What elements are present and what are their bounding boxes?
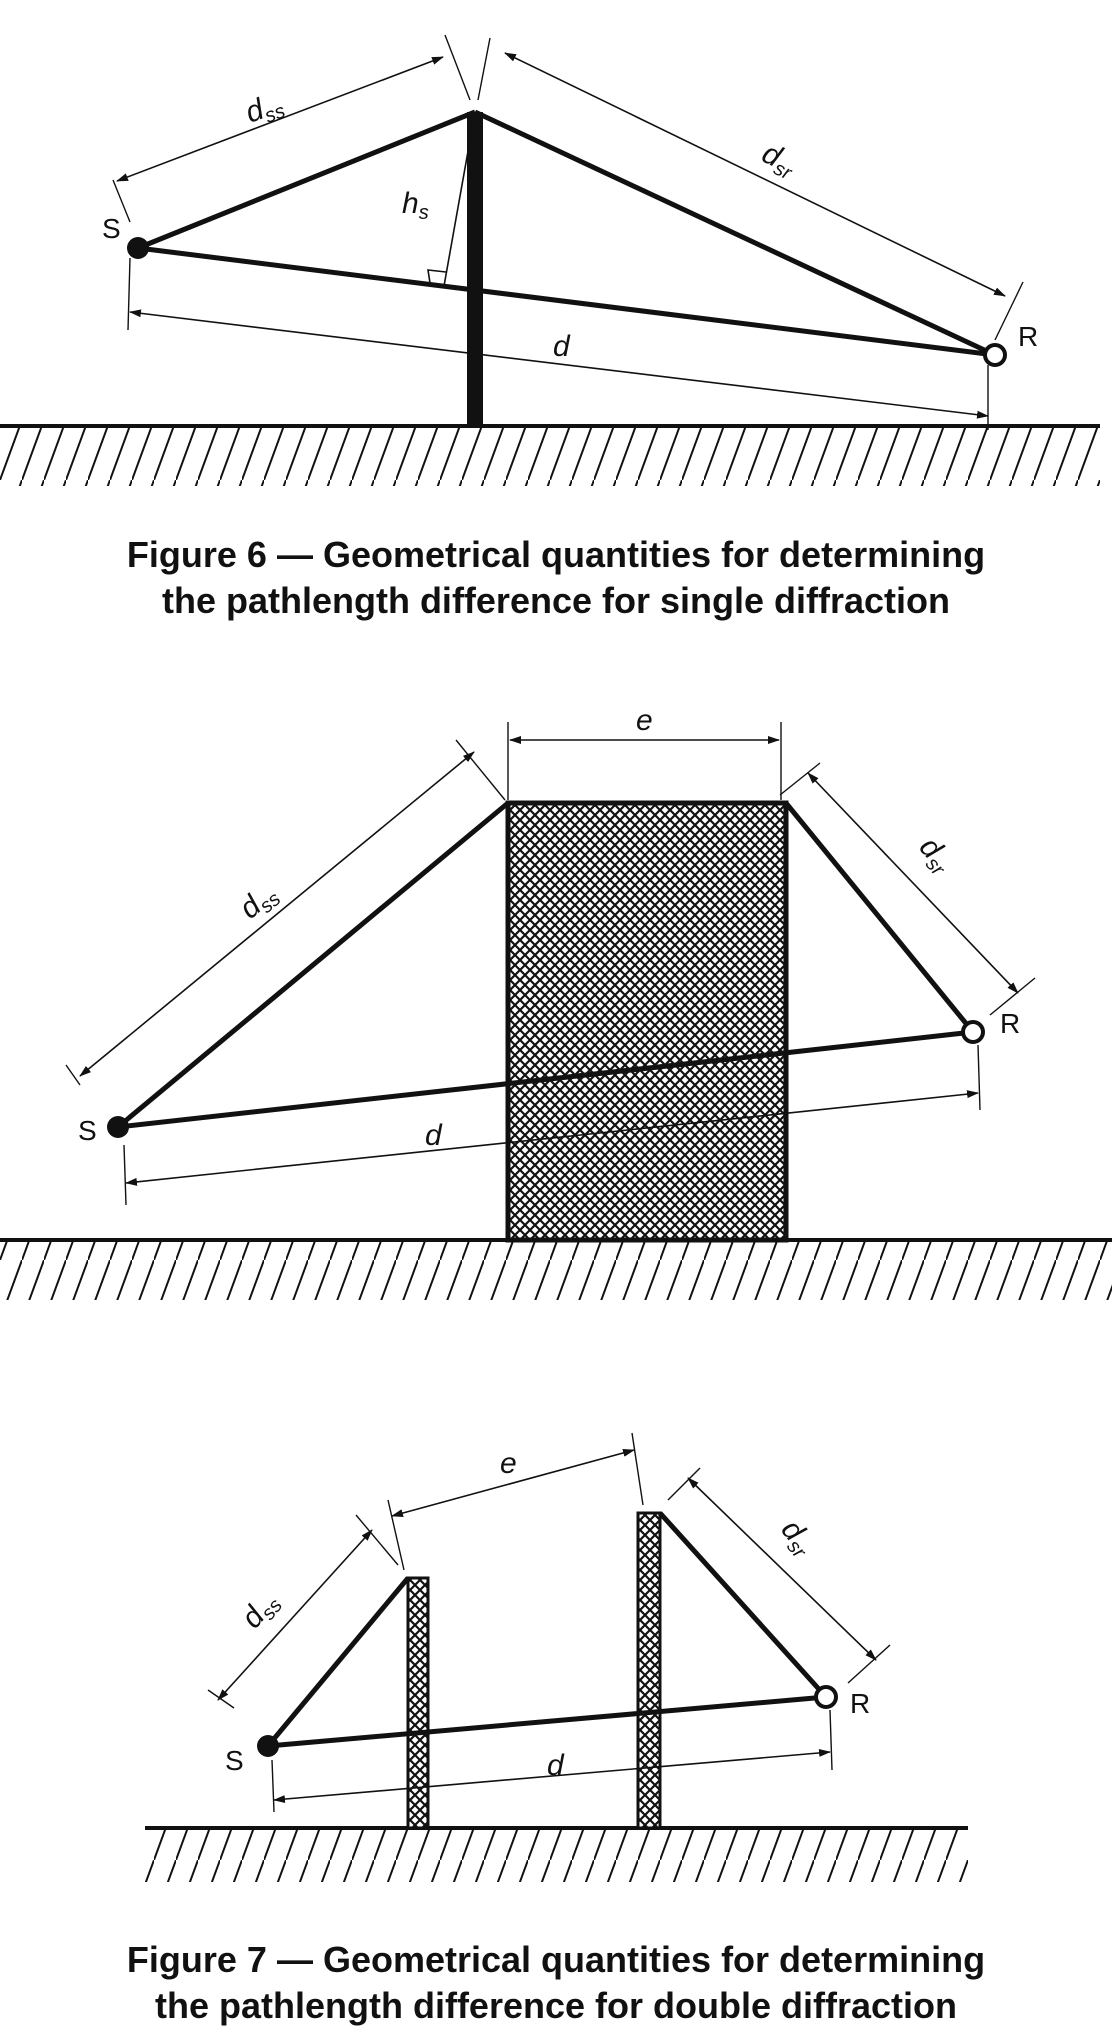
d-dimension-line bbox=[273, 1748, 831, 1804]
dsr-dimension-line bbox=[504, 52, 1006, 297]
source-to-edge-path bbox=[266, 1576, 410, 1748]
dsr-dimension-line bbox=[807, 772, 1019, 994]
e-dimension-line bbox=[391, 1449, 635, 1517]
source-point bbox=[257, 1735, 279, 1757]
dss-label: dss bbox=[235, 1585, 287, 1637]
receiver-label: R bbox=[1000, 1008, 1020, 1039]
figure-6-caption: Figure 6 — Geometrical quantities for de… bbox=[0, 532, 1112, 624]
e-label: e bbox=[636, 704, 653, 737]
source-point bbox=[107, 1116, 129, 1138]
dsr-label: dsr bbox=[910, 831, 961, 882]
d-label: d bbox=[425, 1119, 443, 1152]
d-dimension-line bbox=[129, 309, 989, 419]
wide-barrier bbox=[505, 800, 789, 1243]
source-to-edge-path bbox=[116, 801, 510, 1129]
d-label: d bbox=[547, 1749, 565, 1782]
caption-line: Figure 6 — Geometrical quantities for de… bbox=[126, 534, 986, 575]
dss-label: dss bbox=[241, 86, 288, 133]
source-label: S bbox=[225, 1745, 244, 1776]
source-label: S bbox=[102, 213, 121, 244]
edge-to-receiver-path bbox=[473, 109, 997, 358]
dss-dimension-line bbox=[217, 1529, 373, 1701]
receiver-point bbox=[961, 1020, 985, 1044]
ground-hatching bbox=[145, 1830, 968, 1882]
receiver-label: R bbox=[850, 1688, 870, 1719]
height-line bbox=[443, 111, 476, 287]
dsr-label: dsr bbox=[772, 1513, 823, 1563]
d-label: d bbox=[553, 330, 571, 363]
figure-6-diagram: S R d dss dsr hs bbox=[0, 34, 1100, 486]
receiver-point bbox=[983, 343, 1007, 367]
source-point bbox=[127, 237, 149, 259]
caption-line: Figure 7 — Geometrical quantities for de… bbox=[126, 1939, 986, 1980]
source-to-edge-path bbox=[137, 109, 476, 251]
dsr-dimension-line bbox=[687, 1477, 877, 1661]
caption-line: the pathlength difference for double dif… bbox=[154, 1985, 957, 2026]
second-barrier bbox=[636, 1511, 662, 1830]
figure-7-wide-barrier-diagram: S R e d dss dsr bbox=[0, 704, 1112, 1300]
hs-label: hs bbox=[402, 187, 429, 224]
ground-hatching bbox=[0, 428, 1100, 486]
receiver-point bbox=[814, 1685, 838, 1709]
dss-label: dss bbox=[233, 877, 285, 929]
dss-dimension-line bbox=[79, 751, 475, 1077]
right-angle-mark bbox=[427, 269, 447, 284]
dss-dimension-line bbox=[116, 56, 444, 182]
ground-hatching bbox=[0, 1242, 1112, 1300]
caption-line: the pathlength difference for single dif… bbox=[161, 580, 951, 621]
direct-path bbox=[267, 1694, 827, 1749]
figure-7-two-barriers-diagram: S R e d dss dsr bbox=[145, 1432, 968, 1882]
d-dimension-line bbox=[125, 1090, 979, 1186]
figure-7-caption: Figure 7 — Geometrical quantities for de… bbox=[0, 1937, 1112, 2029]
e-label: e bbox=[500, 1447, 517, 1480]
receiver-label: R bbox=[1018, 321, 1038, 352]
source-label: S bbox=[78, 1115, 97, 1146]
first-barrier bbox=[406, 1576, 430, 1830]
